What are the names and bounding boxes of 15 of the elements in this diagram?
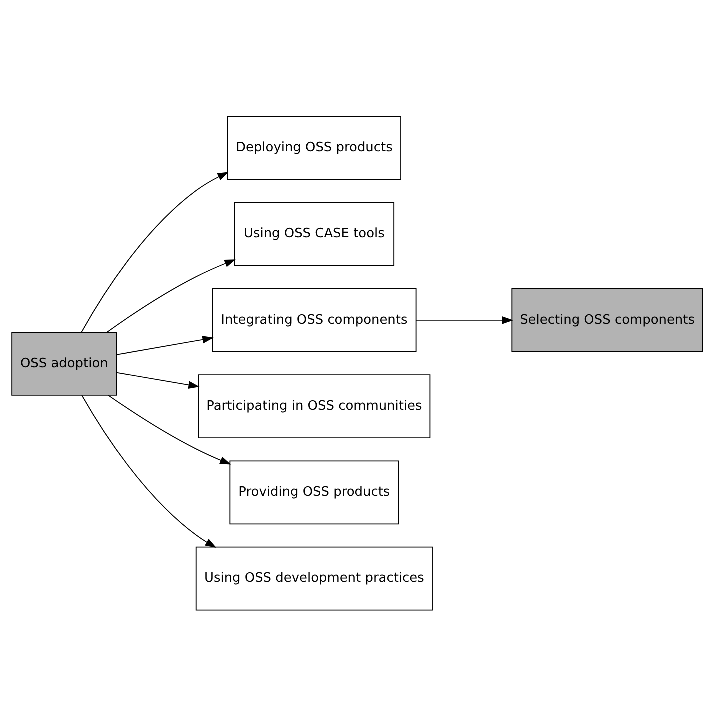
node-box: Selecting OSS components (512, 288, 704, 352)
node-box: Participating in OSS communities (198, 374, 431, 438)
arrow (82, 394, 217, 548)
arrow (106, 259, 236, 332)
node-box: Deploying OSS products (227, 116, 402, 180)
arrow (108, 394, 232, 464)
node-box: Using OSS CASE tools (234, 202, 395, 266)
node-box: Providing OSS products (230, 460, 400, 524)
arrow (81, 172, 229, 332)
node-box: OSS adoption (12, 332, 118, 396)
node-box: Using OSS development practices (196, 546, 433, 610)
arrow (116, 336, 214, 355)
arrow (116, 372, 200, 388)
arrow (416, 316, 514, 324)
node-box: Integrating OSS components (212, 288, 417, 352)
